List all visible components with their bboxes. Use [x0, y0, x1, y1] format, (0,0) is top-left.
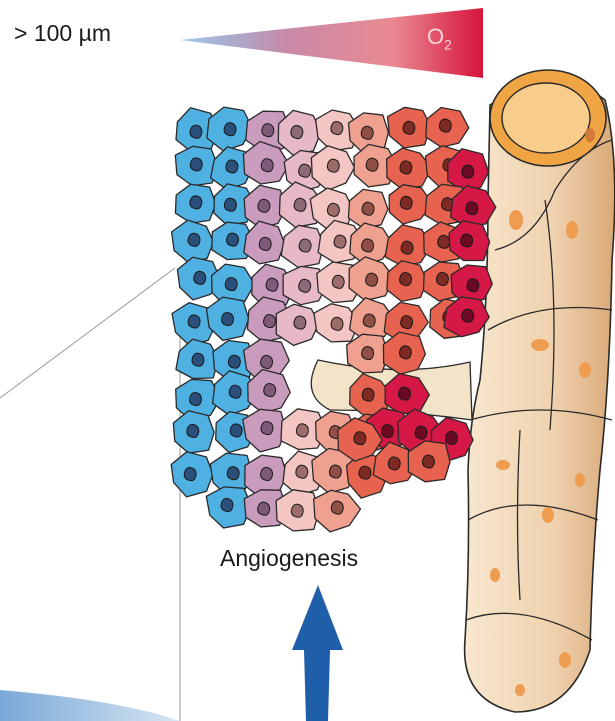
cell-nucleus: [291, 504, 303, 517]
cell-nucleus: [258, 199, 270, 212]
cell-nucleus: [184, 467, 196, 480]
cell-nucleus: [334, 235, 346, 248]
cell-nucleus: [400, 196, 412, 209]
cell-nucleus: [332, 275, 344, 288]
cell-nucleus: [388, 457, 400, 470]
cell-nucleus: [401, 316, 413, 329]
cell-nucleus: [221, 498, 233, 511]
cell-nucleus: [438, 235, 450, 248]
cell-nucleus: [294, 198, 306, 211]
cell-nucleus: [189, 392, 201, 405]
cell-nucleus: [261, 467, 273, 480]
cell-nucleus: [331, 122, 343, 135]
cell-nucleus: [258, 502, 270, 515]
cell-nucleus: [225, 277, 237, 290]
cell-nucleus: [228, 355, 240, 368]
cell-nucleus: [296, 424, 308, 437]
cell-nucleus: [190, 125, 202, 138]
cell-nucleus: [261, 159, 273, 172]
cell-nucleus: [294, 316, 306, 329]
cell-nucleus: [261, 355, 273, 368]
cell-nucleus: [224, 123, 236, 136]
cell-nucleus: [415, 426, 427, 439]
cell-nucleus: [224, 198, 236, 211]
cell-nucleus: [262, 124, 274, 137]
zoom-line-upper: [0, 268, 175, 398]
cell-nucleus: [264, 314, 276, 327]
cell-nucleus: [401, 241, 413, 254]
blue-sweep-shape: [0, 690, 180, 721]
cell-nucleus: [188, 315, 200, 328]
cell-nucleus: [366, 158, 378, 171]
cell-nucleus: [466, 202, 478, 215]
cell-nucleus: [362, 388, 374, 401]
cell-nucleus: [399, 346, 411, 359]
cell-nucleus: [327, 203, 339, 216]
cell-nucleus: [299, 279, 311, 292]
cell-nucleus: [229, 385, 241, 398]
cell-nucleus: [266, 278, 278, 291]
cell-nucleus: [362, 239, 374, 252]
cell-nucleus: [227, 467, 239, 480]
cell-nucleus: [363, 314, 375, 327]
cell-nucleus: [291, 126, 303, 139]
cell-nucleus: [361, 126, 373, 139]
cell-nucleus: [230, 424, 242, 437]
cell-nucleus: [188, 233, 200, 246]
cell-nucleus: [381, 425, 393, 438]
cell-nucleus: [445, 431, 457, 444]
cell-nucleus: [436, 272, 448, 285]
cell-nucleus: [187, 424, 199, 437]
cell-nucleus: [299, 239, 311, 252]
cell-nucleus: [462, 309, 474, 322]
cell-nucleus: [354, 432, 366, 445]
oxygen-label: O2: [427, 24, 452, 52]
cell-nucleus: [467, 279, 479, 292]
oxygen-label-main: O: [427, 24, 444, 49]
cell-nucleus: [439, 119, 451, 132]
cell-nucleus: [261, 421, 273, 434]
cell-nucleus: [221, 313, 233, 326]
tumour-cell-mass: [171, 107, 496, 532]
cell-nucleus: [194, 271, 206, 284]
cell-nucleus: [190, 158, 202, 171]
cell-nucleus: [461, 234, 473, 247]
cell-nucleus: [259, 237, 271, 250]
angiogenesis-arrow: [292, 585, 343, 721]
cell-nucleus: [403, 121, 415, 134]
cell-nucleus: [190, 196, 202, 209]
angiogenesis-label: Angiogenesis: [220, 545, 358, 572]
cell-nucleus: [227, 233, 239, 246]
cell-nucleus: [359, 466, 371, 479]
oxygen-label-sub: 2: [444, 36, 452, 52]
cell-nucleus: [362, 346, 374, 359]
cell-nucleus: [366, 273, 378, 286]
cell-nucleus: [296, 465, 308, 478]
cell-nucleus: [327, 159, 339, 172]
cell-nucleus: [264, 384, 276, 397]
cell-nucleus: [422, 455, 434, 468]
cell-nucleus: [400, 161, 412, 174]
cell-nucleus: [331, 501, 343, 514]
cell-nucleus: [329, 465, 341, 478]
cell-nucleus: [331, 317, 343, 330]
cell-nucleus: [299, 164, 311, 177]
cell-nucleus: [400, 273, 412, 286]
cell-nucleus: [462, 165, 474, 178]
cell-nucleus: [192, 353, 204, 366]
cell-nucleus: [226, 160, 238, 173]
cell-nucleus: [398, 387, 410, 400]
cell-nucleus: [362, 202, 374, 215]
distance-label: > 100 µm: [14, 20, 111, 47]
